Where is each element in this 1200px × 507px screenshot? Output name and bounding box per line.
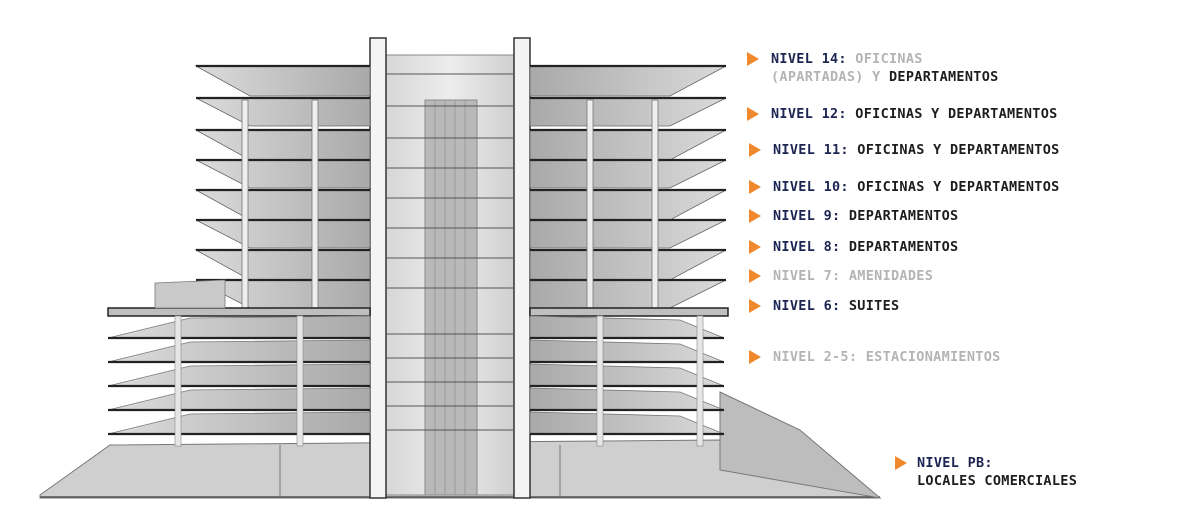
triangle-right-icon bbox=[749, 269, 761, 283]
slab-left bbox=[195, 219, 371, 249]
triangle-right-icon bbox=[895, 456, 907, 470]
parking-ramp-left bbox=[107, 339, 371, 363]
parking-ramp-right bbox=[529, 411, 725, 435]
parking-ramp-right bbox=[529, 363, 725, 387]
parking-ramp-left bbox=[107, 363, 371, 387]
level-14-label: NIVEL 14: OFICINAS (APARTADAS) Y DEPARTA… bbox=[771, 51, 999, 85]
level-2-5-label: NIVEL 2-5: ESTACIONAMIENTOS bbox=[773, 349, 1001, 365]
triangle-right-icon bbox=[749, 350, 761, 364]
level-7-label: NIVEL 7: AMENIDADES bbox=[773, 268, 934, 284]
column bbox=[174, 315, 182, 447]
slab-left bbox=[194, 249, 371, 281]
slab-right bbox=[529, 159, 727, 189]
column bbox=[651, 99, 659, 311]
slab-level-6-left bbox=[107, 307, 371, 317]
slab-right bbox=[529, 249, 727, 281]
column bbox=[296, 315, 304, 447]
slab-left bbox=[195, 97, 371, 127]
level-11-label: NIVEL 11: OFICINAS Y DEPARTAMENTOS bbox=[773, 142, 1060, 158]
parking-ramp-left bbox=[107, 411, 371, 435]
triangle-right-icon bbox=[749, 240, 761, 254]
triangle-right-icon bbox=[749, 143, 761, 157]
column bbox=[241, 99, 249, 311]
column bbox=[596, 315, 604, 447]
slab-level-6-right bbox=[529, 307, 729, 317]
column bbox=[586, 99, 594, 311]
triangle-right-icon bbox=[749, 180, 761, 194]
column bbox=[696, 315, 704, 447]
level-10-label: NIVEL 10: OFICINAS Y DEPARTAMENTOS bbox=[773, 179, 1060, 195]
slab-right bbox=[529, 189, 727, 221]
parking-ramp-left bbox=[107, 387, 371, 411]
slab-right bbox=[529, 279, 727, 309]
level-6-label: NIVEL 6: SUITES bbox=[773, 298, 900, 314]
level-pb-label: NIVEL PB: LOCALES COMERCIALES bbox=[917, 455, 1078, 489]
level-9-label: NIVEL 9: DEPARTAMENTOS bbox=[773, 208, 959, 224]
central-core bbox=[369, 37, 531, 499]
slab-right bbox=[529, 219, 727, 249]
parking-ramp-left bbox=[107, 315, 371, 339]
level-12-label: NIVEL 12: OFICINAS Y DEPARTAMENTOS bbox=[771, 106, 1058, 122]
railing bbox=[154, 279, 226, 309]
triangle-right-icon bbox=[747, 52, 759, 66]
slab-left bbox=[194, 189, 371, 221]
triangle-right-icon bbox=[749, 209, 761, 223]
slab-right bbox=[529, 65, 727, 97]
column bbox=[311, 99, 319, 311]
triangle-right-icon bbox=[749, 299, 761, 313]
parking-ramp-right bbox=[529, 315, 725, 339]
slab-right bbox=[529, 129, 727, 161]
slab-left bbox=[194, 65, 371, 97]
triangle-right-icon bbox=[747, 107, 759, 121]
slab-left bbox=[195, 159, 371, 189]
slab-left bbox=[194, 129, 371, 161]
parking-ramp-right bbox=[529, 387, 725, 411]
floor-slabs bbox=[107, 64, 729, 447]
parking-ramp-right bbox=[529, 339, 725, 363]
level-8-label: NIVEL 8: DEPARTAMENTOS bbox=[773, 239, 959, 255]
slab-right bbox=[529, 97, 727, 127]
